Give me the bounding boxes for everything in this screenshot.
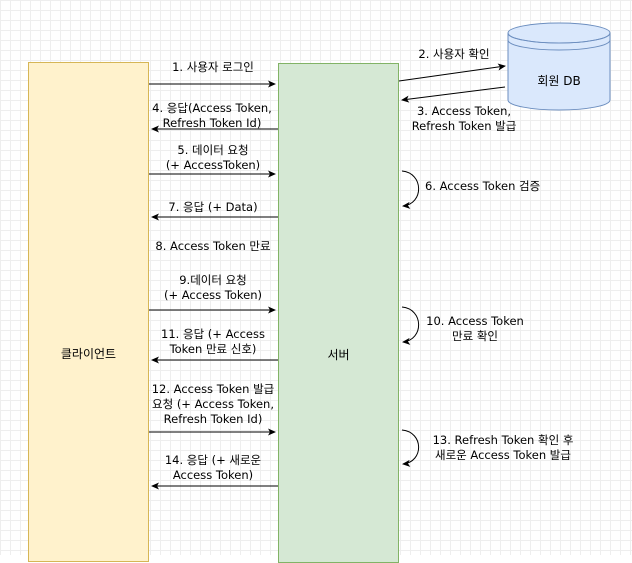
client-lane[interactable]: 클라이언트 bbox=[28, 62, 149, 562]
step-12-label: 12. Access Token 발급 요청 (+ Access Token, … bbox=[151, 382, 275, 426]
step-14-label: 14. 응답 (+ 새로운 Access Token) bbox=[164, 453, 262, 482]
step-5-label: 5. 데이터 요청 (+ AccessToken) bbox=[165, 143, 261, 172]
step-7-label: 7. 응답 (+ Data) bbox=[168, 200, 258, 214]
step-2-label: 2. 사용자 확인 bbox=[418, 47, 490, 61]
step-4-label: 4. 응답(Access Token, Refresh Token Id) bbox=[152, 101, 272, 130]
client-lane-label: 클라이언트 bbox=[60, 347, 117, 361]
arrow-step-10 bbox=[401, 306, 419, 345]
server-lane-label: 서버 bbox=[327, 348, 350, 362]
step-10-label: 10. Access Token 만료 확인 bbox=[426, 314, 524, 343]
arrow-step-2 bbox=[398, 63, 506, 82]
step-3-label: 3. Access Token, Refresh Token 발급 bbox=[411, 104, 517, 133]
member-db-label: 회원 DB bbox=[537, 74, 581, 88]
step-9-label: 9.데이터 요청 (+ Access Token) bbox=[163, 273, 262, 302]
arrow-step-3 bbox=[401, 86, 506, 103]
step-6-label: 6. Access Token 검증 bbox=[425, 179, 541, 193]
arrow-step-6 bbox=[401, 170, 419, 209]
step-1-label: 1. 사용자 로그인 bbox=[172, 60, 254, 74]
arrow-step-13 bbox=[401, 429, 419, 467]
step-11-label: 11. 응답 (+ Access Token 만료 신호) bbox=[161, 327, 265, 356]
step-8-label: 8. Access Token 만료 bbox=[155, 239, 271, 253]
member-db-cylinder[interactable] bbox=[507, 22, 611, 111]
step-13-label: 13. Refresh Token 확인 후 새로운 Access Token … bbox=[432, 433, 574, 462]
server-lane[interactable]: 서버 bbox=[278, 63, 399, 563]
